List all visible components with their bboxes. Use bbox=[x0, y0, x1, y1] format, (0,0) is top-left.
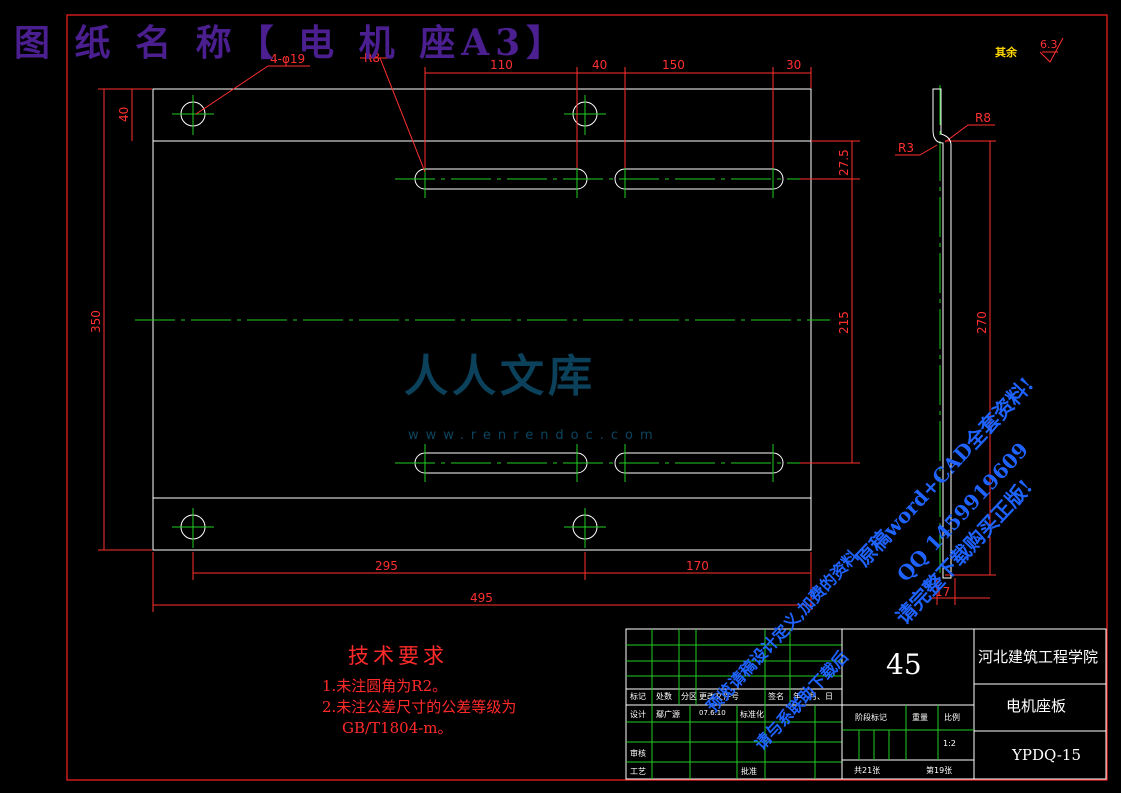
dim-170: 170 bbox=[686, 559, 709, 573]
dim-40-left: 40 bbox=[117, 107, 131, 122]
tb-sheets-total: 共21张 bbox=[854, 766, 881, 775]
tb-designer: 鄢广源 bbox=[656, 710, 680, 719]
centerlines bbox=[135, 85, 941, 575]
tb-weight-label: 重量 bbox=[912, 713, 928, 722]
tb-row-label-5: 年、月、日 bbox=[793, 692, 833, 701]
dim-215: 215 bbox=[837, 311, 851, 334]
dim-350: 350 bbox=[89, 310, 103, 333]
tech-item-2: 2.未注公差尺寸的公差等级为 bbox=[322, 698, 517, 716]
dim-27-5: 27.5 bbox=[837, 149, 851, 176]
drawing-title-banner: 图 纸 名 称【 电 机 座A3】 bbox=[14, 22, 569, 64]
tb-part-name: 电机座板 bbox=[1006, 697, 1067, 715]
tb-design-date: 07.6.10 bbox=[699, 709, 726, 717]
dim-110: 110 bbox=[490, 58, 513, 72]
technical-requirements: 技术要求 1.未注圆角为R2。 2.未注公差尺寸的公差等级为 GB/T1804-… bbox=[322, 640, 516, 739]
tb-drawing-no: YPDQ-15 bbox=[1012, 746, 1082, 764]
dim-270: 270 bbox=[975, 311, 989, 334]
title-block bbox=[625, 628, 1107, 780]
roughness-label: 其余 bbox=[995, 45, 1018, 59]
dim-150: 150 bbox=[662, 58, 685, 72]
tb-row-label-1: 处数 bbox=[656, 692, 672, 701]
dim-295: 295 bbox=[375, 559, 398, 573]
drawing-border bbox=[66, 14, 1108, 781]
tb-stage-label: 阶段标记 bbox=[855, 713, 887, 722]
dim-side-r3: R3 bbox=[898, 141, 914, 155]
roughness-symbol bbox=[1039, 37, 1064, 63]
tb-design-label: 设计 bbox=[630, 710, 646, 719]
roughness-value: 6.3 bbox=[1040, 38, 1058, 51]
tb-row-label-4: 签名 bbox=[768, 692, 784, 701]
tb-review-label: 审核 bbox=[630, 749, 646, 758]
dim-30: 30 bbox=[786, 58, 801, 72]
dim-side-17: 17 bbox=[935, 585, 950, 599]
dimension-lines bbox=[98, 57, 996, 612]
tb-std-label: 标准化 bbox=[740, 710, 764, 719]
slot bbox=[614, 168, 784, 190]
slot bbox=[614, 452, 784, 474]
tb-material: 45 bbox=[886, 648, 922, 681]
dim-r8-top: R8 bbox=[364, 51, 380, 65]
dim-40-top: 40 bbox=[592, 58, 607, 72]
tech-heading: 技术要求 bbox=[348, 644, 448, 668]
tb-scale-label: 比例 bbox=[944, 713, 960, 722]
dim-holes: 4-φ19 bbox=[270, 52, 305, 66]
tb-row-label-2: 分区 bbox=[681, 692, 697, 701]
tb-row-label-0: 标记 bbox=[630, 692, 646, 701]
tb-sheet-no: 第19张 bbox=[926, 766, 953, 775]
dim-side-r8: R8 bbox=[975, 111, 991, 125]
tb-scale: 1:2 bbox=[943, 739, 956, 748]
tech-item-3: GB/T1804-m。 bbox=[342, 719, 453, 737]
watermark-url: www.renrendoc.com bbox=[408, 428, 660, 443]
watermark-logo: 人人文库 bbox=[404, 351, 596, 402]
tech-item-1: 1.未注圆角为R2。 bbox=[322, 677, 448, 695]
tb-approve-label: 批准 bbox=[741, 767, 757, 776]
tb-row-label-3: 更改文件号 bbox=[699, 692, 739, 701]
dim-495: 495 bbox=[470, 591, 493, 605]
tb-craft-label: 工艺 bbox=[630, 767, 646, 776]
plate-side-view bbox=[932, 88, 952, 579]
tb-school: 河北建筑工程学院 bbox=[978, 648, 1099, 666]
